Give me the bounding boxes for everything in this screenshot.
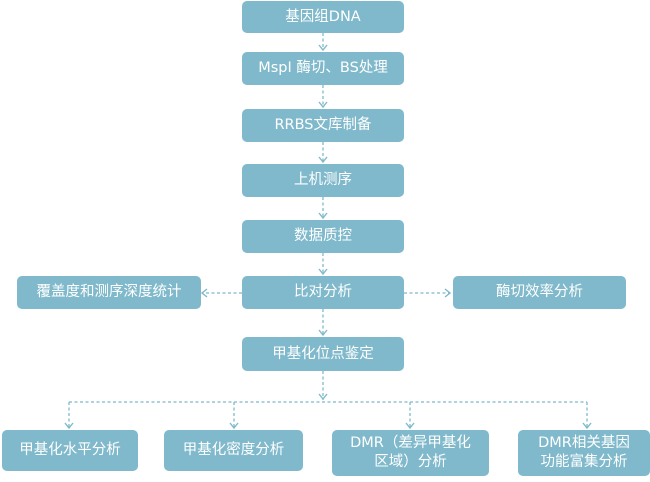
node-mspi-bs-treatment: MspI 酶切、BS处理: [242, 52, 404, 85]
arrowhead: [405, 422, 415, 430]
node-alignment: 比对分析: [242, 276, 404, 309]
node-methylation-level: 甲基化水平分析: [2, 430, 138, 471]
node-coverage-depth: 覆盖度和测序深度统计: [17, 276, 201, 309]
node-label-line2: 区域）分析: [374, 454, 447, 470]
node-label: 甲基化水平分析: [19, 442, 121, 458]
node-label: 上机测序: [294, 172, 352, 188]
node-dmr-gene-enrichment: DMR相关基因 功能富集分析: [518, 430, 650, 476]
arrowhead: [444, 288, 452, 298]
arrowhead: [318, 156, 328, 164]
arrowhead: [318, 212, 328, 220]
node-sequencing: 上机测序: [242, 164, 404, 197]
arrowhead: [582, 422, 592, 430]
arrowhead: [318, 268, 328, 276]
node-methylation-density: 甲基化密度分析: [164, 430, 303, 471]
node-label-line1: DMR相关基因: [538, 435, 630, 451]
node-label: 比对分析: [294, 284, 352, 300]
arrowhead: [318, 393, 328, 401]
arrowhead: [318, 44, 328, 52]
node-label: MspI 酶切、BS处理: [258, 60, 388, 76]
arrowhead: [200, 288, 208, 298]
node-dmr-analysis: DMR（差异甲基化 区域）分析: [332, 430, 489, 476]
arrowhead: [318, 101, 328, 109]
node-label: 数据质控: [294, 228, 352, 244]
node-label-line1: DMR（差异甲基化: [350, 435, 471, 451]
node-label: 覆盖度和测序深度统计: [36, 284, 182, 300]
node-quality-control: 数据质控: [242, 220, 404, 253]
node-rrbs-library: RRBS文库制备: [242, 109, 404, 142]
arrowhead: [64, 422, 74, 430]
node-label: 甲基化位点鉴定: [272, 345, 374, 362]
arrowhead: [318, 329, 328, 337]
node-label: 基因组DNA: [285, 8, 361, 25]
node-methylation-site: 甲基化位点鉴定: [242, 337, 404, 371]
arrowhead: [229, 422, 239, 430]
node-genomic-dna: 基因组DNA: [242, 1, 404, 33]
node-digestion-efficiency: 酶切效率分析: [453, 276, 626, 309]
node-label: RRBS文库制备: [274, 117, 372, 133]
node-label-line2: 功能富集分析: [540, 454, 628, 470]
node-label: 甲基化密度分析: [182, 442, 285, 458]
node-label: 酶切效率分析: [496, 284, 583, 300]
